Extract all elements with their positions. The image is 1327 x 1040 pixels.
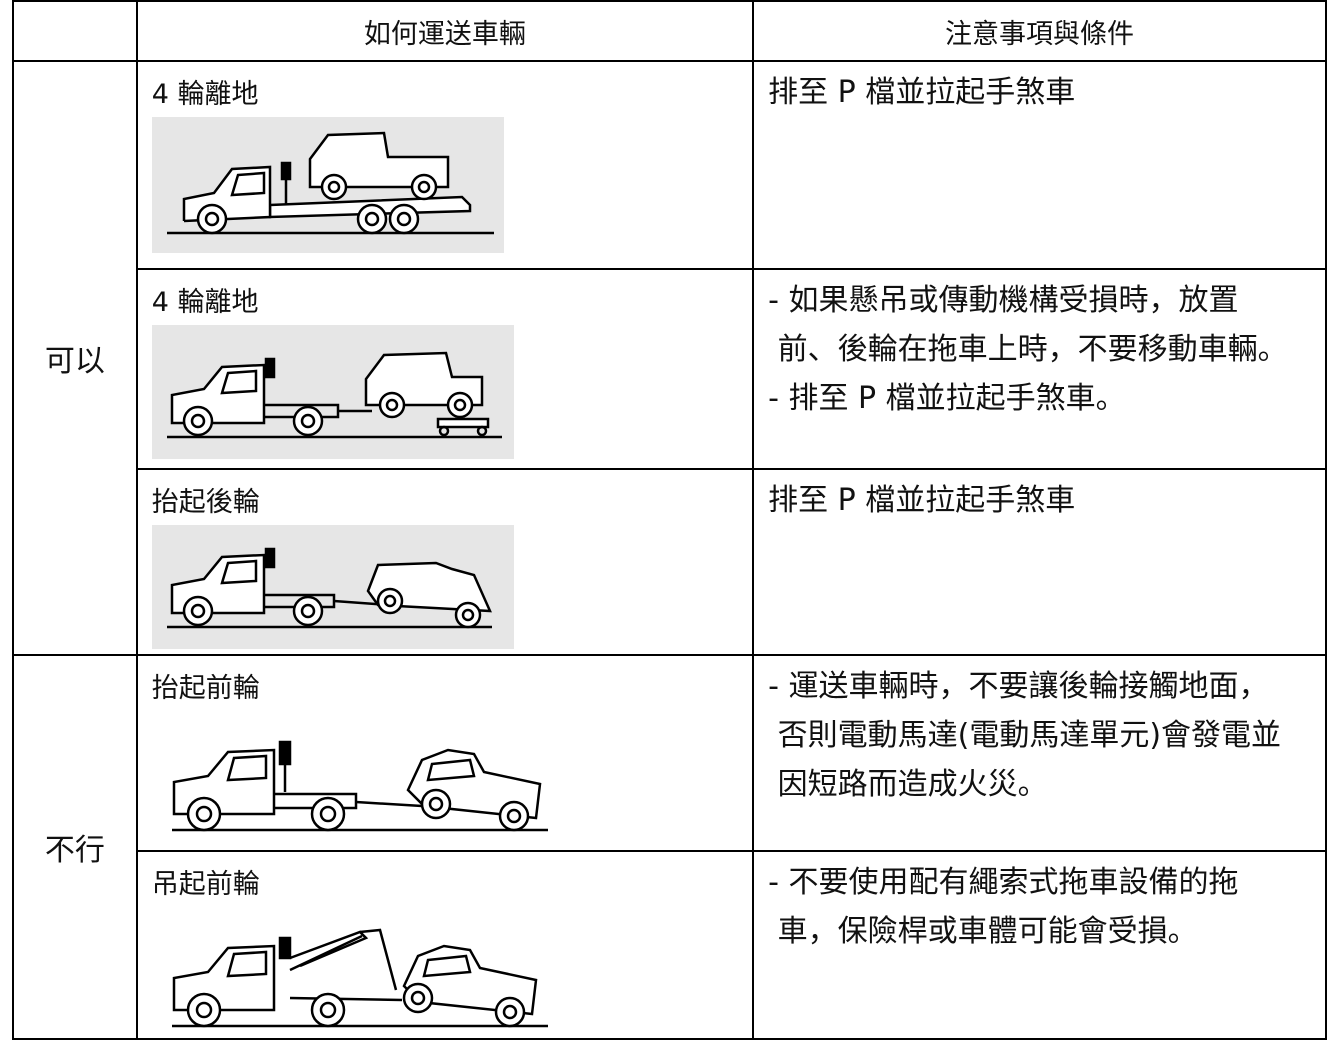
note-line: 前、後輪在拖車上時，不要移動車輛。	[768, 332, 1288, 367]
note-line: 否則電動馬達(電動馬達單元)會發電並	[768, 718, 1282, 753]
category-not-allowed: 不行	[12, 654, 138, 1040]
method-cell: 抬起前輪	[135, 654, 755, 852]
header-empty-cell	[12, 0, 138, 62]
method-label: 吊起前輪	[151, 869, 260, 900]
table-row: 不行 抬起前輪	[12, 654, 1327, 1040]
wheel-dolly-tow-icon	[151, 325, 514, 459]
notes-cell: - 運送車輛時，不要讓後輪接觸地面， 否則電動馬達(電動馬達單元)會發電並 因短…	[752, 654, 1327, 852]
method-cell: 吊起前輪	[135, 850, 755, 1040]
table-row: 吊起前輪	[13, 850, 1327, 1040]
note-line: - 排至 P 檔並拉起手煞車。	[768, 381, 1126, 416]
note-line: 排至 P 檔並拉起手煞車	[768, 483, 1076, 518]
towing-table: 如何運送車輛 注意事項與條件 可以 4 輪離地	[12, 0, 1327, 1040]
table-row: 4 輪離地	[13, 268, 1327, 470]
method-cell: 4 輪離地	[135, 60, 755, 270]
note-line: - 如果懸吊或傳動機構受損時，放置	[768, 283, 1239, 318]
notes-cell: - 如果懸吊或傳動機構受損時，放置 前、後輪在拖車上時，不要移動車輛。 - 排至…	[752, 268, 1327, 470]
notes-cell: 排至 P 檔並拉起手煞車	[752, 468, 1327, 656]
method-label: 抬起後輪	[151, 487, 260, 518]
note-line: - 運送車輛時，不要讓後輪接觸地面，	[768, 669, 1269, 704]
rear-wheel-lift-tow-icon	[151, 525, 514, 649]
note-line: 因短路而造成火災。	[768, 767, 1048, 802]
front-wheel-lift-tow-icon	[152, 714, 552, 842]
table-row: 抬起後輪 排至 P 檔並拉起手煞車	[13, 468, 1327, 656]
method-label: 抬起前輪	[151, 673, 260, 704]
method-cell: 4 輪離地	[135, 268, 755, 470]
note-line: - 不要使用配有繩索式拖車設備的拖	[768, 865, 1239, 900]
table-row: 可以 4 輪離地	[12, 60, 1327, 656]
category-allowed: 可以	[12, 60, 138, 656]
flatbed-tow-truck-icon	[151, 117, 504, 253]
header-method: 如何運送車輛	[135, 0, 755, 62]
notes-cell: 排至 P 檔並拉起手煞車	[752, 60, 1327, 270]
notes-cell: - 不要使用配有繩索式拖車設備的拖 車，保險桿或車體可能會受損。	[752, 850, 1327, 1040]
sling-hook-tow-icon	[152, 908, 552, 1036]
method-label: 4 輪離地	[151, 79, 259, 110]
note-line: 車，保險桿或車體可能會受損。	[768, 914, 1198, 949]
method-cell: 抬起後輪	[135, 468, 755, 656]
note-line: 排至 P 檔並拉起手煞車	[768, 75, 1076, 110]
header-notes: 注意事項與條件	[752, 0, 1327, 62]
method-label: 4 輪離地	[151, 287, 259, 318]
header-row: 如何運送車輛 注意事項與條件	[12, 0, 1327, 62]
